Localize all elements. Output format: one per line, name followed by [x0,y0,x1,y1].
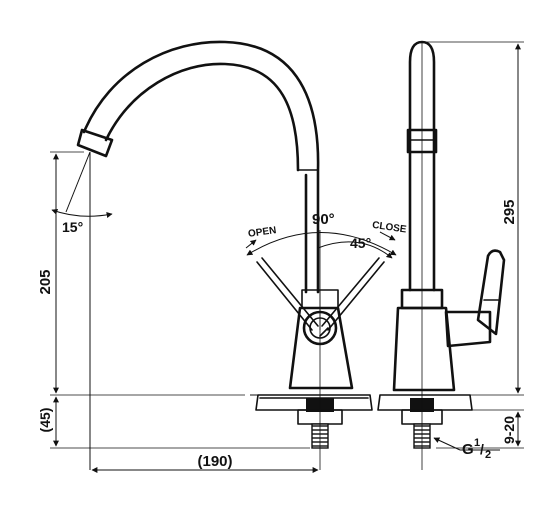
open-label: OPEN [247,225,277,240]
handle-lever-close [327,261,385,331]
dim-205-label: 205 [37,269,54,294]
thread-size-numerator: 1 [474,437,480,449]
handle-half-angle-label: 45° [350,235,371,251]
handle-lever-open [256,261,313,331]
thread-size-label: G 1 / 2 [462,437,491,461]
spout-angle-construction [51,151,113,470]
dim-295-label: 295 [501,199,518,224]
handle-assembly [256,257,385,390]
side-view [377,40,524,470]
dim-9-20-label: 9-20 [501,416,517,444]
spout-nozzle [76,128,114,158]
thread-size-prefix: G [462,441,474,458]
side-lever [444,249,506,348]
front-view [50,40,397,473]
side-deck-plate [377,42,473,470]
handle-total-angle-label: 90° [312,211,335,228]
handle-angle-arc [245,230,397,330]
dim-190-label: (190) [197,453,232,470]
close-label: CLOSE [371,220,407,236]
spout-angle-label: 15° [62,219,83,235]
dimension-295 [422,41,524,449]
thread-size-slash: / [480,441,484,457]
thread-size-denominator: 2 [485,449,491,461]
fixing-thread [297,290,343,470]
side-body [392,288,456,392]
dim-45-label: (45) [37,408,53,433]
dimension-205 [50,151,310,449]
spout-tube [76,40,320,294]
